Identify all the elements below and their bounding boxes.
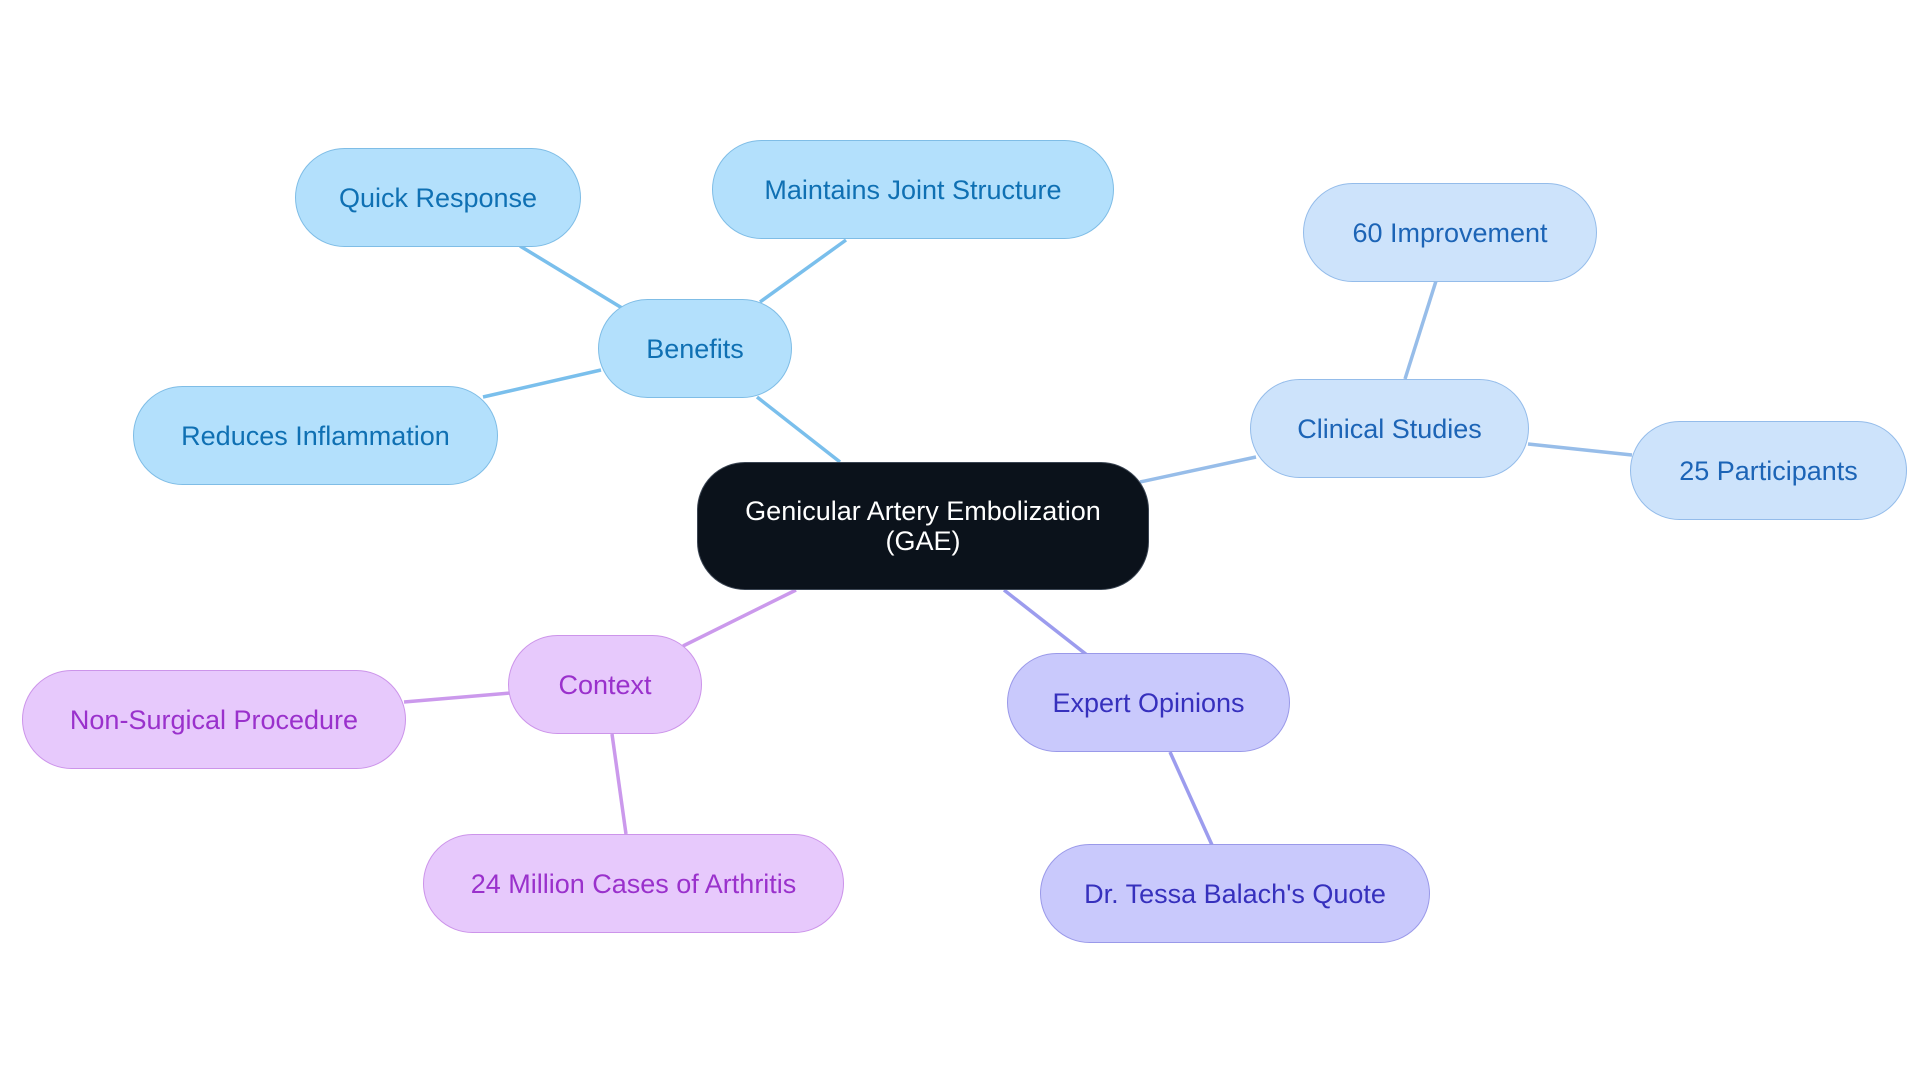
root-node-gae: Genicular Artery Embolization (GAE) (697, 462, 1149, 590)
branch-node-clinical-studies-label: Clinical Studies (1297, 413, 1482, 444)
leaf-node-reduces-inflammation-label: Reduces Inflammation (181, 420, 450, 451)
branch-node-expert-opinions: Expert Opinions (1007, 653, 1290, 752)
branch-node-expert-opinions-label: Expert Opinions (1052, 687, 1245, 718)
leaf-node-60-improvement: 60 Improvement (1303, 183, 1597, 282)
edge-benefits-maintains-joint-structure (758, 238, 848, 304)
edge-root-expert-opinions (1002, 588, 1089, 657)
leaf-node-non-surgical-procedure-label: Non-Surgical Procedure (69, 704, 359, 735)
edge-context-non-surgical (403, 691, 511, 704)
edge-root-clinical-studies (1139, 455, 1257, 484)
root-node-line1: Genicular Artery Embolization (745, 496, 1101, 526)
edge-clinical-25-participants (1527, 442, 1633, 457)
branch-node-clinical-studies: Clinical Studies (1250, 379, 1529, 478)
leaf-node-60-improvement-label: 60 Improvement (1352, 217, 1548, 248)
leaf-node-non-surgical-procedure: Non-Surgical Procedure (22, 670, 406, 769)
leaf-node-24-million-cases: 24 Million Cases of Arthritis (423, 834, 844, 933)
leaf-node-quick-response-label: Quick Response (338, 182, 538, 213)
branch-node-benefits-label: Benefits (646, 333, 744, 364)
leaf-node-25-participants-label: 25 Participants (1679, 455, 1858, 486)
root-node-line2: (GAE) (885, 526, 961, 556)
leaf-node-maintains-joint-structure: Maintains Joint Structure (712, 140, 1114, 239)
edge-root-context (682, 588, 797, 648)
leaf-node-24-million-cases-label: 24 Million Cases of Arthritis (470, 868, 797, 899)
edge-benefits-reduces-inflammation (482, 368, 602, 399)
branch-node-context: Context (508, 635, 702, 734)
leaf-node-maintains-joint-structure-label: Maintains Joint Structure (764, 174, 1062, 205)
branch-node-context-label: Context (558, 669, 652, 700)
branch-node-benefits: Benefits (598, 299, 792, 398)
leaf-node-quick-response: Quick Response (295, 148, 581, 247)
edge-expert-quote (1168, 751, 1214, 846)
edge-benefits-quick-response (519, 244, 623, 310)
leaf-node-reduces-inflammation: Reduces Inflammation (133, 386, 498, 485)
leaf-node-dr-tessa-balach-quote: Dr. Tessa Balach's Quote (1040, 844, 1430, 943)
edge-root-benefits (755, 395, 842, 464)
edge-clinical-60-improvement (1403, 280, 1438, 380)
edge-context-24-million (610, 733, 628, 835)
leaf-node-dr-tessa-balach-quote-label: Dr. Tessa Balach's Quote (1084, 878, 1386, 909)
leaf-node-25-participants: 25 Participants (1630, 421, 1907, 520)
